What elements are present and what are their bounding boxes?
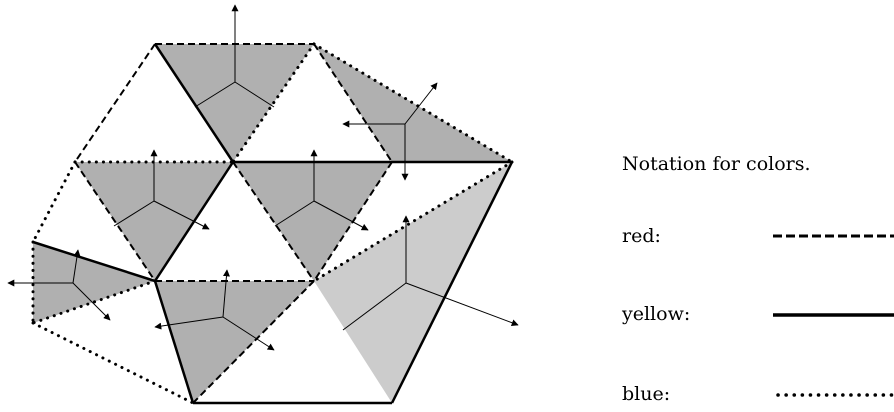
- face-center: [233, 162, 392, 281]
- shaded-faces: [33, 44, 512, 403]
- legend-lines: [773, 234, 894, 397]
- face-left: [75, 162, 233, 281]
- red-edges: [74, 43, 393, 404]
- yellow-edges: [32, 43, 514, 405]
- face-bottom: [155, 281, 314, 403]
- face-top: [155, 44, 314, 162]
- normal-vectors: [7, 4, 519, 351]
- legend-label-blue: blue:: [622, 383, 671, 405]
- legend-title: Notation for colors.: [622, 153, 811, 175]
- legend-label-red: red:: [622, 225, 661, 247]
- legend-label-yellow: yellow:: [622, 303, 691, 325]
- face-far-left: [33, 242, 155, 323]
- face-large-right: [314, 162, 512, 403]
